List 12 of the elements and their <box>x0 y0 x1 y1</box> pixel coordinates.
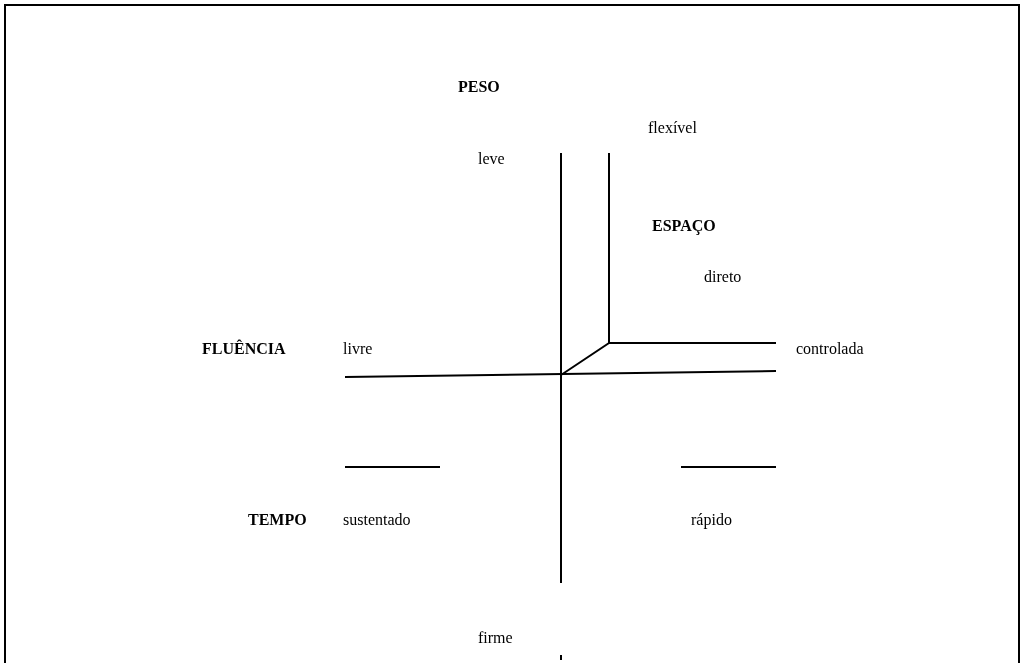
pole-label: direto <box>704 268 742 286</box>
pole-label: controlada <box>796 340 864 358</box>
axis-label: ESPAÇO <box>652 217 716 235</box>
axis-label: PESO <box>458 78 500 96</box>
pole-label: livre <box>343 340 373 358</box>
axis-label: FLUÊNCIA <box>202 340 286 358</box>
pole-label: leve <box>478 150 505 168</box>
pole-label: rápido <box>691 511 732 529</box>
axis-label: TEMPO <box>248 511 307 529</box>
pole-label: sustentado <box>343 511 411 529</box>
pole-label: flexível <box>648 119 697 137</box>
pole-label: firme <box>478 629 513 647</box>
